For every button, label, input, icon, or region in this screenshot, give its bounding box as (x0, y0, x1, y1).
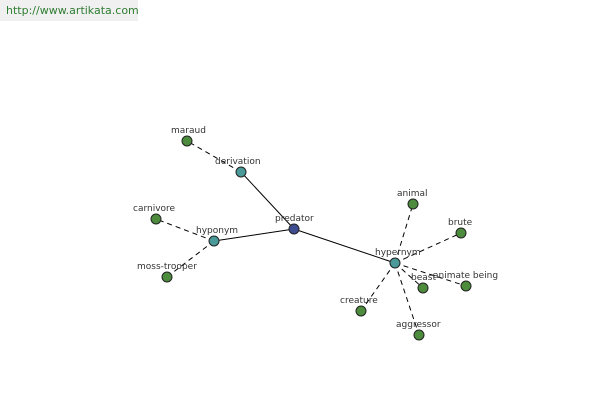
label-aggressor[interactable]: aggressor (396, 320, 441, 330)
label-brute[interactable]: brute (448, 218, 473, 228)
node-creature[interactable] (355, 305, 367, 317)
label-hyponym[interactable]: hyponym (196, 226, 238, 236)
edge-hypernym-aggressor (394, 262, 420, 336)
label-creature[interactable]: creature (340, 296, 378, 306)
label-animal[interactable]: animal (397, 189, 428, 199)
label-carnivore[interactable]: carnivore (133, 204, 176, 214)
edge-predator-hyponym (213, 228, 295, 242)
edge-derivation-maraud (186, 140, 242, 173)
node-derivation[interactable] (235, 166, 247, 178)
label-beast[interactable]: beast (411, 273, 436, 283)
node-brute[interactable] (455, 227, 467, 239)
edge-predator-hypernym (293, 228, 396, 264)
edge-hyponym-carnivore (155, 218, 215, 242)
node-hyponym[interactable] (208, 235, 220, 247)
node-animate-being[interactable] (460, 280, 472, 292)
node-predator[interactable] (288, 223, 300, 235)
label-maraud[interactable]: maraud (171, 126, 206, 136)
node-carnivore[interactable] (150, 213, 162, 225)
edge-hypernym-brute (394, 232, 462, 264)
node-beast[interactable] (417, 282, 429, 294)
label-predator[interactable]: predator (275, 214, 314, 224)
edge-hypernym-creature (360, 262, 396, 312)
label-moss-trooper[interactable]: moss-trooper (137, 262, 197, 272)
edge-hypernym-animal (394, 203, 414, 264)
label-animate-being[interactable]: animate being (433, 271, 498, 281)
edge-hyponym-moss-trooper (166, 240, 215, 278)
node-maraud[interactable] (181, 135, 193, 147)
node-moss-trooper[interactable] (161, 271, 173, 283)
node-animal[interactable] (407, 198, 419, 210)
node-aggressor[interactable] (413, 329, 425, 341)
label-hypernym[interactable]: hypernym (375, 248, 421, 258)
edge-predator-derivation (240, 171, 295, 230)
edge-hypernym-animate-being (394, 262, 467, 287)
site-url-link[interactable]: http://www.artikata.com (6, 4, 139, 17)
graph-labels: predator derivation hyponym hypernym maraud c… (133, 126, 498, 330)
label-derivation[interactable]: derivation (215, 157, 261, 167)
edge-hypernym-beast (394, 262, 424, 289)
url-banner: http://www.artikata.com (0, 0, 139, 21)
graph-edges (155, 140, 467, 336)
graph-nodes (150, 135, 472, 341)
node-hypernym[interactable] (389, 257, 401, 269)
